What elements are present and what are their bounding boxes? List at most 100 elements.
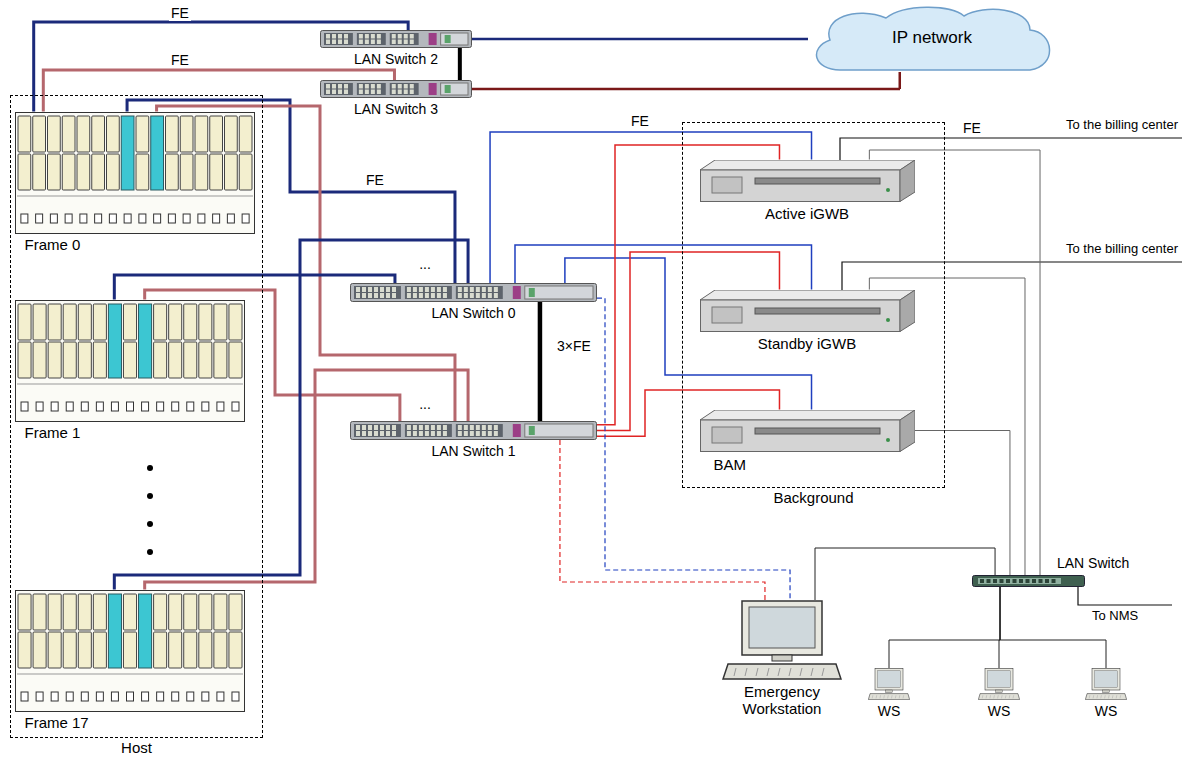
node-label: WS [878, 700, 901, 719]
drawing-part [778, 668, 780, 676]
lan-switch: LAN Switch 3 [320, 80, 472, 117]
drawing-part [386, 425, 390, 430]
drawing-part [165, 154, 178, 190]
connector [597, 252, 779, 431]
drawing-part [404, 90, 408, 95]
nms-line [1078, 587, 1172, 605]
drawing-part [168, 342, 181, 378]
workstation: WS [1085, 668, 1127, 719]
drawing-part [362, 293, 366, 298]
drawing-part [365, 40, 369, 45]
frame-rack-drawing [15, 590, 245, 712]
ellipsis-dot [147, 493, 153, 499]
drawing-part [700, 410, 915, 420]
drawing-part [332, 34, 336, 39]
drawing-part [1094, 671, 1117, 687]
drawing-part [228, 342, 241, 378]
drawing-part [78, 304, 91, 340]
drawing-part [1039, 579, 1043, 583]
workstation: WS [978, 668, 1020, 719]
drawing-part [723, 664, 841, 679]
drawing-part [392, 425, 396, 430]
drawing-part [876, 695, 878, 698]
drawing-part [987, 579, 991, 583]
drawing-part [332, 40, 336, 45]
drawing-part [111, 402, 118, 411]
drawing-part [413, 425, 417, 430]
drawing-part [15, 590, 244, 711]
drawing-part [1104, 695, 1106, 698]
drawing-part [419, 425, 423, 430]
drawing-part [195, 154, 208, 190]
drawing-part [886, 188, 890, 192]
caption-holder: Host [11, 739, 262, 756]
drawing-part [344, 90, 348, 95]
server-symbol [700, 290, 915, 332]
drawing-part [700, 300, 900, 332]
connector-label: 3×FE [555, 338, 593, 354]
drawing-part [404, 34, 408, 39]
drawing-part [525, 286, 593, 299]
drawing-part [419, 431, 423, 436]
drawing-part [368, 287, 372, 292]
drawing-part [324, 33, 353, 45]
drawing-part [817, 7, 1050, 70]
drawing-part [109, 214, 116, 223]
drawing-part [529, 426, 535, 435]
ellipsis-dot [147, 465, 153, 471]
drawing-part [513, 424, 521, 437]
drawing-part [883, 695, 885, 698]
destination-label: To the billing center [1066, 118, 1178, 133]
drawing-part [410, 34, 414, 39]
drawing-part [156, 692, 163, 701]
drawing-part [171, 402, 178, 411]
drawing-part [1120, 695, 1122, 698]
drawing-part [18, 594, 31, 630]
drawing-part [488, 431, 492, 436]
drawing-part [410, 90, 414, 95]
server-symbol [700, 410, 915, 452]
drawing-part [895, 695, 897, 698]
drawing-part [242, 214, 249, 223]
lan-switch: LAN Switch 2 [320, 30, 472, 67]
drawing-part [374, 293, 378, 298]
drawing-part [700, 420, 900, 452]
drawing-part [36, 692, 43, 701]
connector [915, 431, 1010, 576]
drawing-part [377, 84, 381, 89]
drawing-part [431, 425, 435, 430]
drawing-part [108, 594, 121, 668]
server: BAM [700, 410, 915, 473]
drawing-part [1103, 690, 1110, 692]
drawing-part [392, 431, 396, 436]
drawing-part [437, 431, 441, 436]
drawing-part [407, 431, 411, 436]
drawing-part [121, 116, 134, 190]
drawing-part [476, 425, 480, 430]
workstation: WS [868, 668, 910, 719]
drawing-part [887, 695, 889, 698]
drawing-part [35, 214, 42, 223]
drawing-part [425, 287, 429, 292]
drawing-part [482, 287, 486, 292]
billing-line [842, 262, 1182, 290]
drawing-part [62, 116, 75, 152]
drawing-part [488, 293, 492, 298]
drawing-part [1032, 579, 1036, 583]
drawing-part [392, 84, 396, 89]
drawing-part [91, 154, 104, 190]
connector [889, 587, 1000, 668]
drawing-part [993, 695, 995, 698]
drawing-part [21, 692, 28, 701]
drawing-part [183, 342, 196, 378]
drawing-part [354, 286, 401, 299]
drawing-part [742, 601, 822, 655]
connector [869, 150, 1040, 575]
connector [458, 48, 462, 80]
drawing-part [470, 431, 474, 436]
drawing-part [15, 112, 254, 233]
drawing-part [33, 342, 46, 378]
drawing-part [136, 116, 149, 152]
drawing-part [443, 431, 447, 436]
drawing-part [93, 632, 106, 668]
